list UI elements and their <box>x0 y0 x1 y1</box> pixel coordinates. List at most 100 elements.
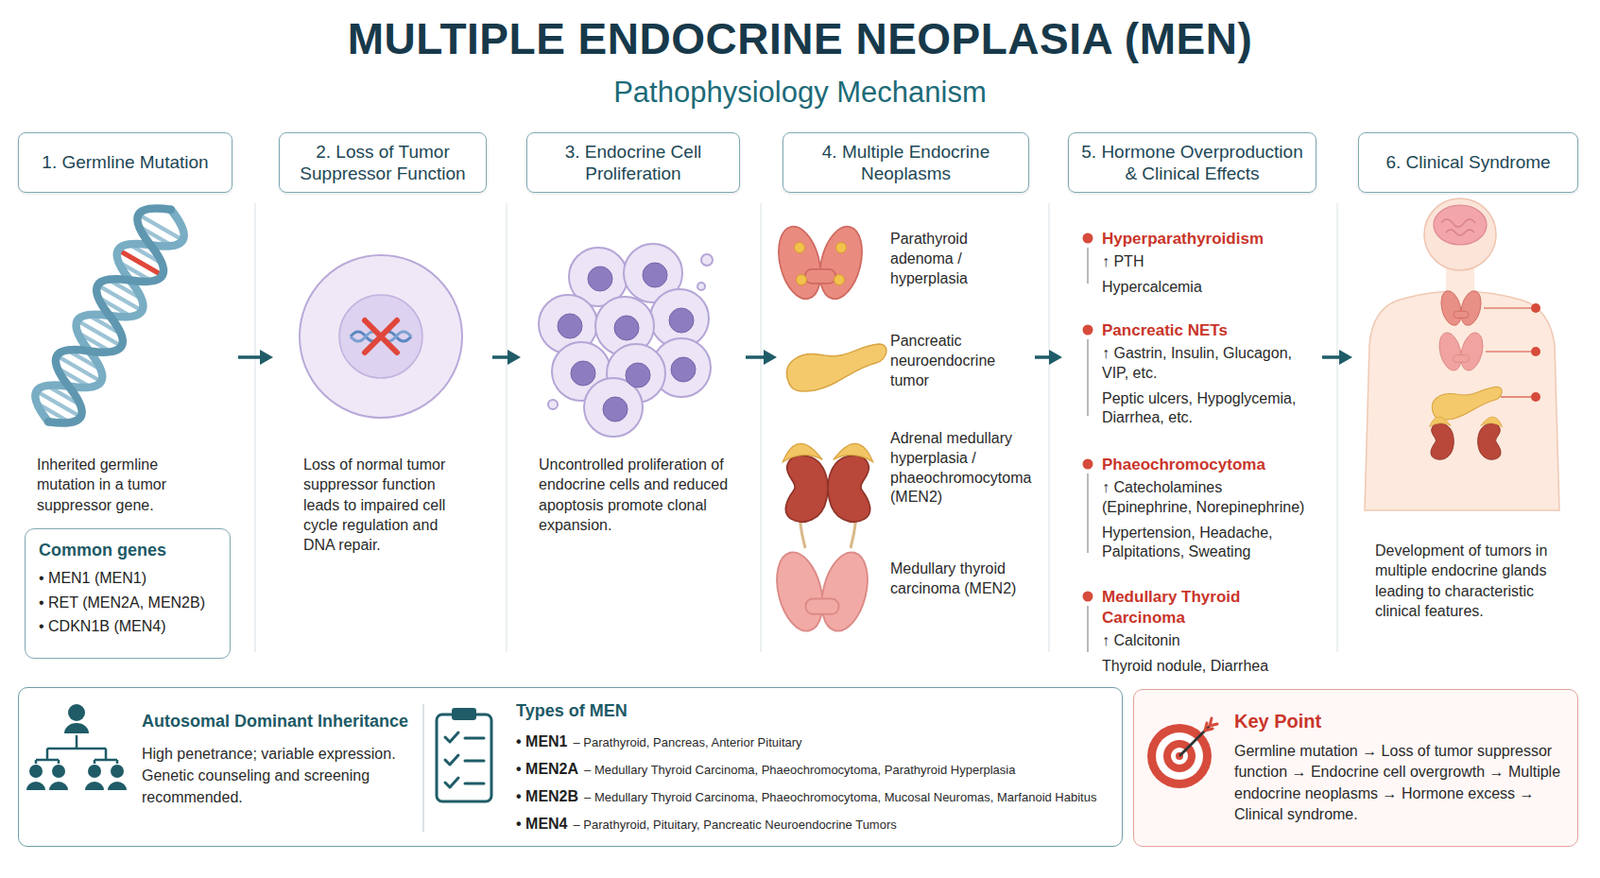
step-column: Parathyroid adenoma / hyperplasiaPancrea… <box>782 132 1030 681</box>
dna-helix-part <box>26 196 193 434</box>
men-type-glands: – Medullary Thyroid Carcinoma, Phaeochro… <box>584 762 1016 777</box>
pedigree-icon-part <box>87 764 102 778</box>
step-title: 4. Multiple Endocrine Neoplasms <box>792 140 1019 185</box>
diagram-title: MULTIPLE ENDOCRINE NEOPLASIA (MEN) <box>0 13 1600 65</box>
effect-group: Hyperparathyroidism↑ PTHHypercalcemia <box>1101 228 1312 298</box>
pedigree-icon-part <box>68 704 86 722</box>
body-figure-part-part <box>1531 346 1541 357</box>
cell-illustration <box>299 255 463 418</box>
column-divider-part <box>254 203 257 653</box>
effect-markers-part-part <box>1086 339 1088 416</box>
column-divider <box>255 203 1338 653</box>
step-header: 4. Multiple Endocrine Neoplasms <box>782 132 1030 193</box>
men-type-glands: – Medullary Thyroid Carcinoma, Phaeochro… <box>584 790 1097 805</box>
clipboard-icon-part <box>445 732 459 788</box>
parathyroid-illustration-part <box>772 222 870 304</box>
parathyroid-illustration-part-part <box>796 275 808 286</box>
flow-arrow <box>745 349 777 365</box>
body-figure-part <box>1483 308 1532 397</box>
cell-illustration-part <box>364 320 397 353</box>
key-point-fill-part <box>1133 688 1579 847</box>
cell-cluster-part-part <box>625 362 651 388</box>
men-type-row: • MEN2B– Medullary Thyroid Carcinoma, Ph… <box>516 788 1097 806</box>
effect-text: Hypercalcemia <box>1101 277 1312 298</box>
text-block: Pancreatic neuroendocrine tumor <box>890 331 1030 391</box>
step-header: 5. Hormone Overproduction & Clinical Eff… <box>1067 132 1317 193</box>
text-block: Medullary thyroid carcinoma (MEN2) <box>890 559 1030 600</box>
arrow-head <box>763 349 777 365</box>
pancreas-illustration-part <box>787 344 887 392</box>
body-figure-part-part <box>1485 350 1532 352</box>
effect-markers-part-part <box>1083 591 1094 603</box>
effect-text: ↑ PTH <box>1101 252 1312 273</box>
text-block: Development of tumors in multiple endocr… <box>1375 540 1569 621</box>
body-figure-part <box>1364 291 1560 511</box>
flow-arrow <box>1034 349 1063 365</box>
step-title: 5. Hormone Overproduction & Clinical Eff… <box>1078 140 1307 185</box>
flow-arrow <box>238 349 274 365</box>
effect-text: ↑ Catecholamines (Epinephrine, Norepinep… <box>1101 478 1312 518</box>
cell-cluster-part <box>557 262 696 422</box>
cell-cluster-part <box>697 282 706 291</box>
men-type-row: • MEN2A– Medullary Thyroid Carcinoma, Ph… <box>516 760 1016 778</box>
parathyroid-illustration-part-part <box>836 242 847 254</box>
effect-text: Thyroid nodule, Diarrhea <box>1101 656 1312 677</box>
parathyroid-illustration-part <box>794 242 847 286</box>
step-header: 3. Endocrine Cell Proliferation <box>526 132 740 193</box>
column-divider-part <box>1048 203 1050 653</box>
step-title: 1. Germline Mutation <box>41 151 208 173</box>
parathyroid-illustration-part-part <box>794 242 806 254</box>
clipboard-icon-part <box>464 738 484 784</box>
text-block: Parathyroid adenoma / hyperplasia <box>890 229 1030 289</box>
cell-cluster-part-part <box>570 361 596 386</box>
flow-arrow <box>492 349 521 365</box>
clipboard-icon-part <box>451 707 477 721</box>
gene-item: • RET (MEN2A, MEN2B) <box>38 590 217 616</box>
effect-markers-part-part <box>1083 325 1094 336</box>
thyroid-illustration-part <box>769 547 876 636</box>
text-block: Germline mutation → Loss of tumor suppre… <box>1234 740 1566 826</box>
effect-heading: Pancreatic NETs <box>1101 320 1312 342</box>
clipboard-icon <box>436 707 492 802</box>
text-block: Uncontrolled proliferation of endocrine … <box>538 454 733 535</box>
cell-cluster-part-part <box>669 308 694 333</box>
cell-illustration-part <box>299 255 463 418</box>
column-divider-part <box>505 203 508 653</box>
body-figure-part-part <box>1531 392 1541 402</box>
effect-text: ↑ Gastrin, Insulin, Glucagon, VIP, etc. <box>1101 344 1312 384</box>
pedigree-icon-part <box>110 764 124 778</box>
gene-box: Common genes• MEN1 (MEN1)• RET (MEN2A, M… <box>24 528 231 659</box>
arrow-head <box>1339 349 1353 365</box>
step-title: 3. Endocrine Cell Proliferation <box>536 140 730 185</box>
cell-cluster-part-part <box>587 266 613 292</box>
cell-cluster-part-part <box>557 313 583 339</box>
step-column: Inherited germline mutation in a tumor s… <box>17 132 233 681</box>
men-type-glands: – Parathyroid, Pancreas, Anterior Pituit… <box>573 735 803 750</box>
parathyroid-illustration-part-part <box>834 275 845 286</box>
clipboard-icon-part <box>436 714 492 802</box>
body-figure-part <box>1441 219 1476 236</box>
effect-markers <box>1083 233 1094 654</box>
effect-markers-part <box>1083 233 1094 603</box>
pedigree-icon <box>26 704 127 791</box>
men-type-row: • MEN4– Parathyroid, Pituitary, Pancreat… <box>516 815 897 833</box>
cell-cluster <box>538 243 713 437</box>
key-point-box: Key PointGermline mutation → Loss of tum… <box>1133 688 1579 847</box>
effect-text: ↑ Calcitonin <box>1101 631 1312 652</box>
men-type-glands: – Parathyroid, Pituitary, Pancreatic Neu… <box>573 817 897 832</box>
body-figure-part-part <box>1531 303 1541 313</box>
body-figure-part-part <box>1500 395 1532 397</box>
pedigree-icon-part <box>64 722 89 734</box>
column-divider-part <box>759 203 762 653</box>
pedigree-icon-part <box>26 781 127 791</box>
step-header: 1. Germline Mutation <box>17 132 233 193</box>
text-block: High penetrance; variable expression. Ge… <box>141 742 416 809</box>
text-block: Types of MEN <box>516 701 895 722</box>
thyroid-illustration <box>769 547 876 636</box>
effect-markers-part-part <box>1086 247 1088 284</box>
target-icon <box>1147 718 1218 789</box>
effect-markers-part-part <box>1086 605 1088 653</box>
step-column: Hyperparathyroidism↑ PTHHypercalcemiaPan… <box>1067 132 1317 681</box>
adrenal-kidney-illustration <box>782 443 873 549</box>
